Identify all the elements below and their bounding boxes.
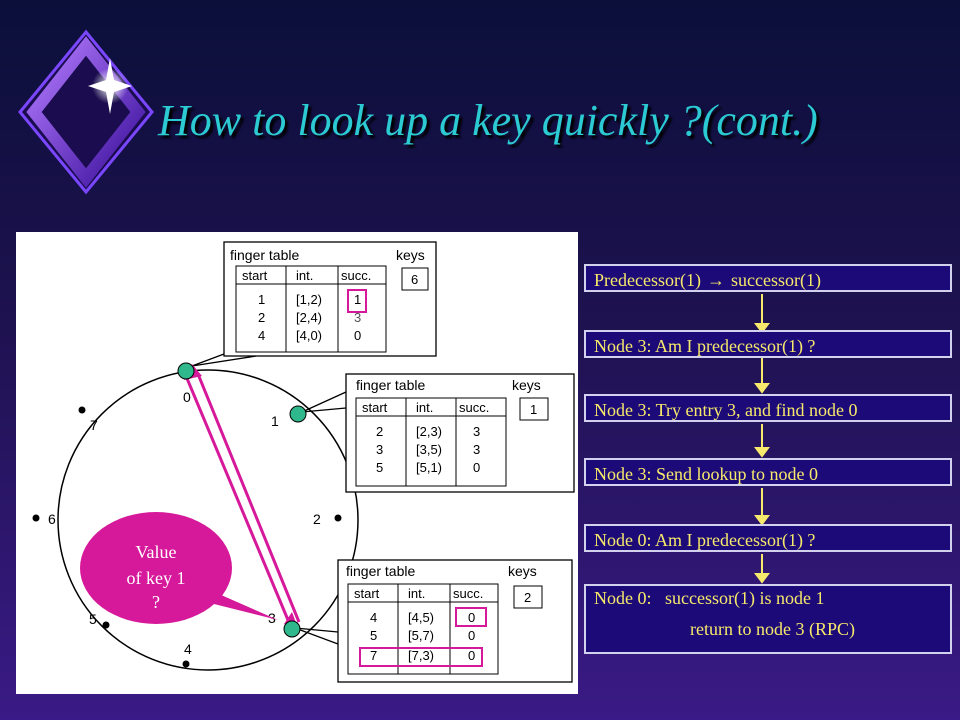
highlight-box (347, 289, 367, 313)
cell: 7 (370, 648, 377, 663)
keys-label: keys (508, 563, 537, 579)
position-label-1: 1 (271, 413, 279, 429)
keys-value: 6 (411, 272, 418, 287)
connector-line (191, 353, 225, 367)
cell: [4,0) (296, 328, 322, 343)
header-succ: succ. (459, 400, 489, 415)
step-text: Node 0: successor(1) is node 1 (594, 588, 825, 608)
connector-line (191, 355, 257, 367)
cell: [5,1) (416, 460, 442, 475)
step-text: Predecessor(1) (594, 270, 701, 290)
position-dot-5 (102, 621, 110, 629)
cell: [4,5) (408, 610, 434, 625)
finger-table-label: finger table (346, 563, 415, 579)
right-arrow-icon: → (706, 270, 725, 290)
header-int: int. (296, 268, 313, 283)
keys-value: 2 (524, 590, 531, 605)
header-succ: succ. (341, 268, 371, 283)
position-label-7: 7 (90, 417, 98, 433)
identifier-ring (57, 369, 359, 671)
position-label-0: 0 (183, 389, 191, 405)
callout-text: Value (136, 542, 177, 562)
callout-text: of key 1 (127, 568, 186, 588)
value-callout: Value of key 1 ? (80, 512, 278, 624)
header-start: start (362, 400, 388, 415)
header-start: start (242, 268, 268, 283)
cell: 0 (473, 460, 480, 475)
position-label-4: 4 (184, 641, 192, 657)
cell: 2 (258, 310, 265, 325)
step-6: Node 0: successor(1) is node 1 return to… (584, 584, 952, 654)
header-int: int. (408, 586, 425, 601)
callout-text: ? (152, 592, 160, 612)
step-text: successor(1) (730, 270, 821, 290)
position-dot-6 (32, 514, 40, 522)
position-dot-7 (78, 406, 86, 414)
cell: 3 (354, 310, 361, 325)
cell: [2,3) (416, 424, 442, 439)
header-succ: succ. (453, 586, 483, 601)
header-int: int. (416, 400, 433, 415)
position-dot-2 (334, 514, 342, 522)
connector-line (294, 627, 339, 633)
finger-table-label: finger table (230, 247, 299, 263)
node-3 (283, 620, 301, 638)
connector-line (301, 391, 347, 413)
cell: 3 (473, 424, 480, 439)
cell: [5,7) (408, 628, 434, 643)
highlight-box (359, 647, 483, 667)
keys-label: keys (396, 247, 425, 263)
step-text: return to node 3 (RPC) (690, 619, 855, 639)
highlight-box (455, 607, 487, 627)
position-label-5: 5 (89, 611, 97, 627)
cell: 0 (468, 610, 475, 625)
keys-label: keys (512, 377, 541, 393)
node-1 (289, 405, 307, 423)
cell: 0 (468, 628, 475, 643)
cell: [3,5) (416, 442, 442, 457)
slide-title: How to look up a key quickly ?(cont.) (158, 96, 818, 145)
header-start: start (354, 586, 380, 601)
finger-table-label: finger table (356, 377, 425, 393)
position-label-2: 2 (313, 511, 321, 527)
cell: [1,2) (296, 292, 322, 307)
cell: [2,4) (296, 310, 322, 325)
cell: 4 (370, 610, 377, 625)
finger-table-node-0: finger table keys start int. succ. 1 [1,… (223, 241, 437, 357)
cell: 5 (376, 460, 383, 475)
step-3: Node 3: Try entry 3, and find node 0 (584, 394, 952, 422)
cell: 0 (354, 328, 361, 343)
node-0 (177, 362, 195, 380)
position-label-6: 6 (48, 511, 56, 527)
position-dot-4 (182, 660, 190, 668)
connector-line (301, 407, 347, 413)
finger-table-node-3: finger table keys start int. succ. 4 [4,… (337, 559, 573, 683)
keys-value: 1 (530, 402, 537, 417)
diamond-star-logo (18, 29, 154, 195)
step-5: Node 0: Am I predecessor(1) ? (584, 524, 952, 552)
cell: 3 (376, 442, 383, 457)
cell: 3 (473, 442, 480, 457)
cell: [7,3) (408, 648, 434, 663)
step-2: Node 3: Am I predecessor(1) ? (584, 330, 952, 358)
cell: 1 (354, 292, 361, 307)
step-4: Node 3: Send lookup to node 0 (584, 458, 952, 486)
chord-ring-diagram: 0 1 2 3 4 5 6 7 finger table keys start … (16, 232, 578, 694)
cell: 5 (370, 628, 377, 643)
finger-table-node-1: finger table keys start int. succ. 2 [2,… (345, 373, 575, 493)
connector-line (294, 627, 339, 645)
cell: 4 (258, 328, 265, 343)
step-1: Predecessor(1)→successor(1) (584, 264, 952, 292)
cell: 2 (376, 424, 383, 439)
cell: 1 (258, 292, 265, 307)
cell: 0 (468, 648, 475, 663)
